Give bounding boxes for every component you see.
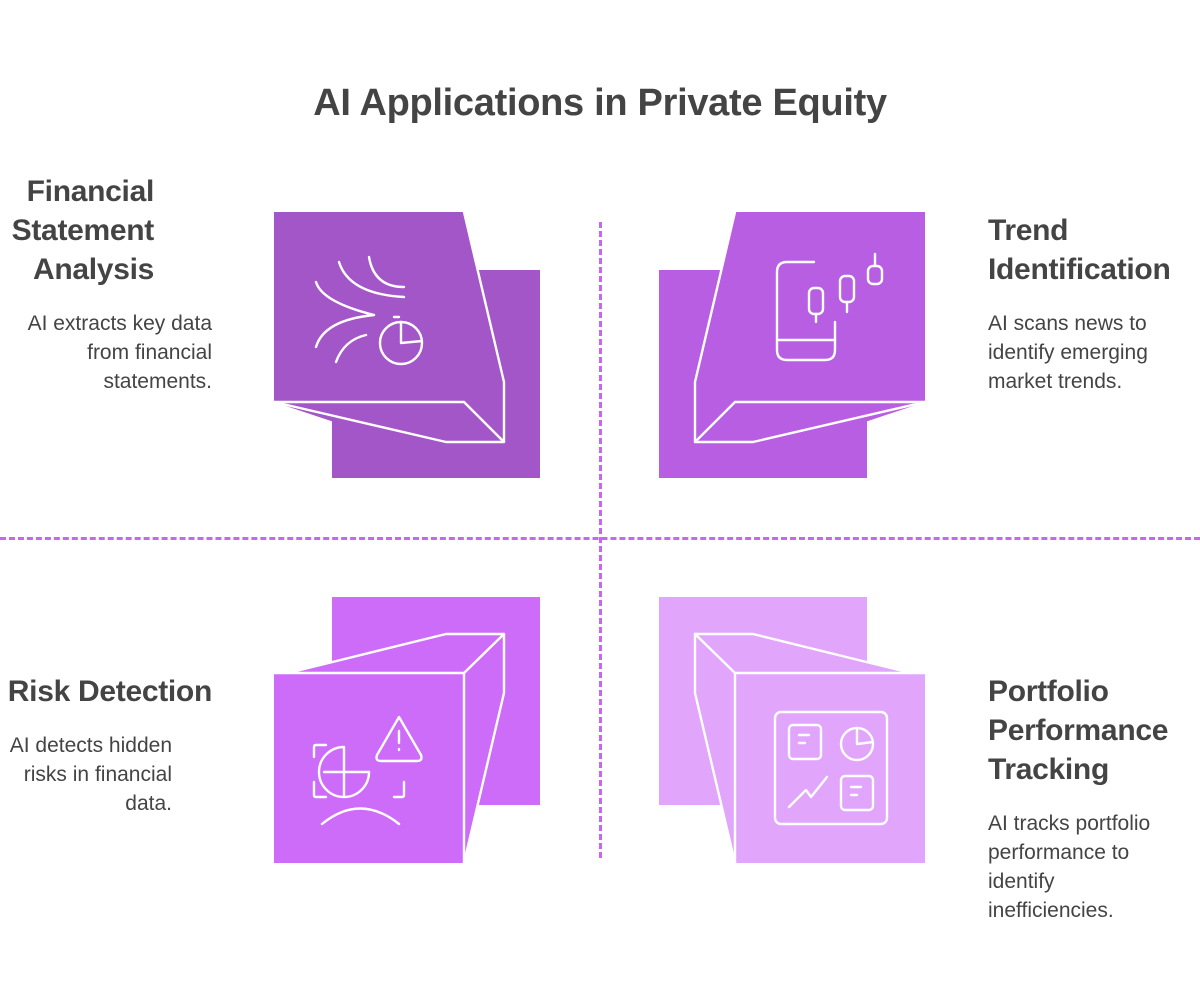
- horizontal-divider: [0, 537, 1200, 540]
- quadrant-label-risk-detection: Risk Detection AI detects hidden risks i…: [0, 672, 213, 818]
- quadrant-description: AI detects hidden risks in financial dat…: [9, 734, 172, 815]
- cube-financial-statement-analysis: [272, 210, 544, 482]
- data-flow-pie-chart-icon: [314, 255, 424, 366]
- quadrant-heading: Risk Detection: [7, 675, 213, 708]
- vertical-divider: [599, 222, 602, 858]
- quadrant-description: AI scans news to identify emerging marke…: [988, 312, 1148, 393]
- quadrant-description: AI extracts key data from financial stat…: [27, 312, 212, 393]
- mobile-candlestick-chart-icon: [775, 252, 884, 362]
- dashboard-icon: [773, 710, 889, 826]
- quadrant-heading: Portfolio Performance Tracking: [988, 675, 1169, 786]
- quadrant-label-portfolio-performance-tracking: Portfolio Performance Tracking AI tracks…: [988, 672, 1200, 925]
- quadrant-heading: Trend Identification: [988, 214, 1171, 286]
- quadrant-label-financial-statement-analysis: Financial Statement Analysis AI extracts…: [0, 172, 212, 396]
- quadrant-label-trend-identification: Trend Identification AI scans news to id…: [988, 211, 1200, 396]
- page-title: AI Applications in Private Equity: [313, 82, 887, 124]
- cube-risk-detection: [272, 597, 544, 867]
- risk-scan-warning-icon: [312, 715, 423, 826]
- quadrant-heading: Financial Statement Analysis: [11, 175, 155, 286]
- cube-portfolio-performance-tracking: [659, 597, 929, 867]
- quadrant-description: AI tracks portfolio performance to ident…: [988, 812, 1151, 922]
- cube-trend-identification: [659, 210, 929, 482]
